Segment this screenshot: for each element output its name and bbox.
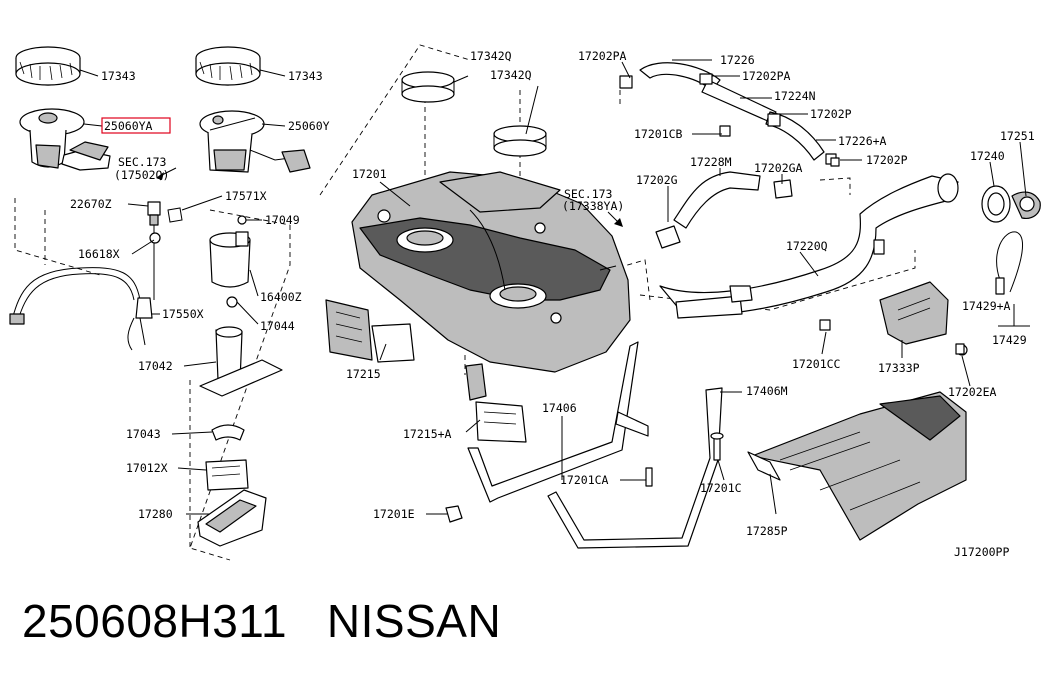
label-sec173-a: SEC.173 bbox=[118, 155, 167, 169]
label-17044: 17044 bbox=[260, 319, 295, 333]
label-17202pa-a: 17202PA bbox=[578, 49, 627, 63]
label-17550x: 17550X bbox=[162, 307, 204, 321]
label-sec173-b-ref: (17338YA) bbox=[562, 199, 624, 213]
label-17429: 17429 bbox=[992, 333, 1027, 347]
label-17228m: 17228M bbox=[690, 155, 732, 169]
highlight-box-25060ya bbox=[101, 117, 171, 134]
label-17342q-b: 17342Q bbox=[490, 68, 532, 82]
label-17202ea: 17202EA bbox=[948, 385, 997, 399]
tank-protector-17215 bbox=[325, 299, 415, 363]
label-17251: 17251 bbox=[1000, 129, 1035, 143]
label-17202ga: 17202GA bbox=[754, 161, 803, 175]
filler-hose-17228m bbox=[655, 171, 793, 249]
label-17280: 17280 bbox=[138, 507, 173, 521]
sender-rings-17342q bbox=[401, 71, 547, 157]
label-17240: 17240 bbox=[970, 149, 1005, 163]
pump-bracket-group bbox=[197, 424, 267, 547]
label-17042: 17042 bbox=[138, 359, 173, 373]
label-17201ca: 17201CA bbox=[560, 473, 609, 487]
label-17012x: 17012X bbox=[126, 461, 168, 475]
label-17333p: 17333P bbox=[878, 361, 920, 375]
label-17201e: 17201E bbox=[373, 507, 415, 521]
tank-straps-17406 bbox=[467, 341, 723, 549]
label-25060ya: 25060YA bbox=[104, 119, 153, 133]
label-17201c: 17201C bbox=[700, 481, 742, 495]
label-sec173-a-ref: (17502Q) bbox=[114, 168, 169, 182]
caption-part-number: 250608H311 bbox=[22, 595, 288, 647]
fuel-tank-17201 bbox=[351, 171, 631, 373]
lock-ring-17343-right bbox=[195, 46, 261, 86]
part-labels: 17343 17343 25060YA 25060Y SEC.173 (1750… bbox=[70, 49, 1035, 559]
filler-tube-17220q bbox=[659, 173, 959, 319]
filler-protector-17333p bbox=[879, 281, 968, 356]
label-17202g: 17202G bbox=[636, 173, 678, 187]
label-17285p: 17285P bbox=[746, 524, 788, 538]
section-arrows bbox=[156, 167, 623, 227]
label-22670z: 22670Z bbox=[70, 197, 112, 211]
label-17049: 17049 bbox=[265, 213, 300, 227]
label-17343-right: 17343 bbox=[288, 69, 323, 83]
label-25060y: 25060Y bbox=[288, 119, 330, 133]
label-17201cc: 17201CC bbox=[792, 357, 841, 371]
part-caption: 250608H311 NISSAN bbox=[22, 598, 501, 644]
label-17220q: 17220Q bbox=[786, 239, 828, 253]
label-17406m: 17406M bbox=[746, 384, 788, 398]
label-17202pa-b: 17202PA bbox=[742, 69, 791, 83]
bolts-center bbox=[445, 432, 724, 523]
label-17202p-a: 17202P bbox=[810, 107, 852, 121]
pump-17042-group bbox=[199, 215, 283, 397]
leader-lines bbox=[79, 59, 1030, 515]
label-17342q-a: 17342Q bbox=[470, 49, 512, 63]
label-16400z: 16400Z bbox=[260, 290, 302, 304]
caption-brand: NISSAN bbox=[326, 595, 502, 647]
heat-shield-17285p bbox=[747, 391, 967, 541]
label-sec173-b: SEC.173 bbox=[564, 187, 613, 201]
fuel-pump-assembly-25060ya bbox=[19, 108, 111, 171]
lock-ring-17343-left bbox=[15, 46, 81, 86]
label-17224n: 17224N bbox=[774, 89, 816, 103]
fuel-tank-exploded-diagram: 17343 17343 25060YA 25060Y SEC.173 (1750… bbox=[9, 44, 1041, 561]
cap-tether-17429 bbox=[995, 231, 1023, 295]
label-17429a: 17429+A bbox=[962, 299, 1011, 313]
vent-hoses-17226 bbox=[619, 62, 837, 165]
sender-wiring-22670z bbox=[9, 201, 183, 351]
label-16618x: 16618X bbox=[78, 247, 120, 261]
fuel-pump-assembly-25060y bbox=[199, 110, 311, 173]
diagram-code: J17200PP bbox=[954, 545, 1009, 559]
label-17215a: 17215+A bbox=[403, 427, 452, 441]
label-17201cb: 17201CB bbox=[634, 127, 683, 141]
bolts-right bbox=[819, 157, 965, 355]
label-17202p-b: 17202P bbox=[866, 153, 908, 167]
label-17571x: 17571X bbox=[225, 189, 267, 203]
label-17343-left: 17343 bbox=[101, 69, 136, 83]
label-17201: 17201 bbox=[352, 167, 387, 181]
label-17226: 17226 bbox=[720, 53, 755, 67]
label-17226a: 17226+A bbox=[838, 134, 887, 148]
label-17215: 17215 bbox=[346, 367, 381, 381]
label-17043: 17043 bbox=[126, 427, 161, 441]
filler-cap-17251 bbox=[981, 185, 1041, 223]
label-17406: 17406 bbox=[542, 401, 577, 415]
protector-17215a bbox=[465, 363, 527, 443]
